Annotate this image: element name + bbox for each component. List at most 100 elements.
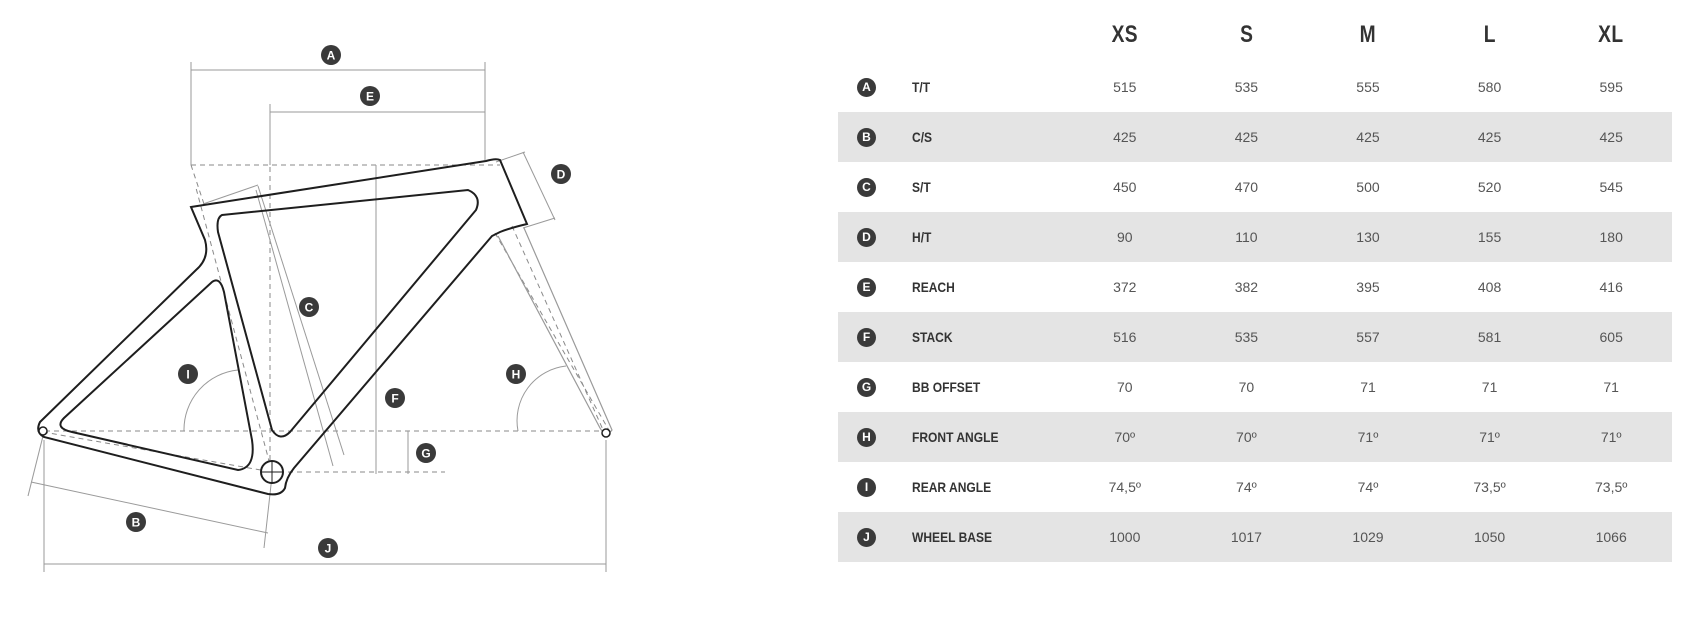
table-row: D H/T 90 110 130 155 180: [838, 212, 1672, 262]
table-cell: 71º: [1357, 429, 1379, 445]
row-key-badge: G: [857, 377, 876, 397]
row-key-badge: A: [857, 77, 876, 97]
table-cell: 71º: [1479, 429, 1500, 445]
table-cell: 73,5º: [1595, 479, 1628, 495]
table-cell: 450: [1113, 179, 1137, 195]
marker-I: I: [178, 364, 198, 384]
row-key-badge: B: [857, 127, 876, 147]
table-row: J WHEEL BASE 1000 1017 1029 1050 1066: [838, 512, 1672, 562]
size-header-xl: XL: [1598, 21, 1624, 48]
row-label: T/T: [912, 79, 931, 95]
marker-J: J: [318, 538, 338, 558]
table-cell: 90: [1117, 229, 1133, 245]
svg-text:B: B: [132, 516, 141, 530]
table-cell: 74,5º: [1108, 479, 1141, 495]
marker-E: E: [360, 86, 380, 106]
marker-F: F: [385, 388, 405, 408]
table-cell: 395: [1356, 279, 1380, 295]
table-row: E REACH 372 382 395 408 416: [838, 262, 1672, 312]
table-cell: 470: [1234, 179, 1259, 195]
table-cell: 382: [1234, 279, 1259, 295]
marker-H: H: [506, 364, 526, 384]
marker-A: A: [321, 45, 341, 65]
size-header-s: S: [1239, 21, 1253, 48]
marker-G: G: [416, 443, 436, 463]
row-label: H/T: [912, 229, 932, 245]
table-cell: 520: [1477, 179, 1502, 195]
frame-joints: [38, 426, 611, 484]
table-cell: 71: [1360, 379, 1376, 395]
row-label: REAR ANGLE: [912, 479, 992, 495]
row-label: C/S: [912, 129, 933, 145]
table-cell: 605: [1599, 329, 1623, 345]
reference-lines: [42, 104, 612, 473]
table-row: C S/T 450 470 500 520 545: [838, 162, 1672, 212]
table-cell: 516: [1113, 329, 1137, 345]
table-cell: 70º: [1236, 429, 1257, 445]
table-cell: 180: [1599, 229, 1623, 245]
row-key-badge: J: [857, 527, 876, 547]
row-label: REACH: [912, 279, 955, 295]
svg-text:H: H: [512, 368, 521, 382]
table-cell: 71º: [1600, 429, 1622, 445]
table-cell: 515: [1113, 79, 1137, 95]
table-cell: 70º: [1114, 429, 1136, 445]
table-cell: 557: [1356, 329, 1380, 345]
fork-outline: [497, 227, 613, 435]
size-header-row: XS S M L XL: [838, 0, 1672, 62]
row-label: STACK: [912, 329, 953, 345]
svg-text:I: I: [186, 368, 189, 382]
table-cell: 425: [1234, 129, 1259, 145]
table-cell: 425: [1599, 129, 1623, 145]
table-row: A T/T 515 535 555 580 595: [838, 62, 1672, 112]
svg-text:D: D: [557, 168, 566, 182]
table-row: I REAR ANGLE 74,5º 74º 74º 73,5º 73,5º: [838, 462, 1672, 512]
table-cell: 545: [1599, 179, 1623, 195]
table-cell: 1050: [1474, 529, 1506, 545]
frame-geometry-diagram: A B C D E F G H I J: [27, 45, 613, 572]
table-cell: 555: [1356, 79, 1380, 95]
row-label: FRONT ANGLE: [912, 429, 999, 445]
table-cell: 1029: [1352, 529, 1384, 545]
marker-B: B: [126, 512, 146, 532]
table-cell: 74º: [1236, 479, 1257, 495]
size-header-m: M: [1359, 21, 1377, 48]
frame-outline: [37, 158, 529, 496]
table-cell: 74º: [1357, 479, 1379, 495]
table-cell: 71: [1603, 379, 1619, 395]
row-label: BB OFFSET: [912, 379, 981, 395]
table-cell: 71: [1481, 379, 1498, 395]
table-cell: 580: [1477, 79, 1502, 95]
row-key-badge: I: [857, 477, 876, 497]
svg-text:J: J: [325, 542, 332, 556]
table-cell: 425: [1477, 129, 1502, 145]
table-cell: 581: [1477, 329, 1502, 345]
marker-C: C: [299, 297, 319, 317]
table-row: B C/S 425 425 425 425 425: [838, 112, 1672, 162]
geometry-table: XS S M L XL A T/T 515 535 555 580 595 B …: [838, 0, 1672, 562]
table-cell: 535: [1234, 79, 1259, 95]
rear-dropout-icon: [38, 426, 48, 436]
row-key-badge: D: [857, 227, 876, 247]
row-label: S/T: [912, 179, 931, 195]
table-cell: 595: [1599, 79, 1623, 95]
table-row: F STACK 516 535 557 581 605: [838, 312, 1672, 362]
row-key-badge: E: [857, 277, 876, 297]
size-header-l: L: [1483, 21, 1496, 48]
table-cell: 73,5º: [1473, 479, 1506, 495]
table-cell: 500: [1356, 179, 1380, 195]
svg-text:G: G: [421, 447, 430, 461]
marker-D: D: [551, 164, 571, 184]
row-key-badge: C: [857, 177, 876, 197]
table-cell: 1017: [1230, 529, 1262, 545]
row-key-badge: F: [857, 327, 876, 347]
table-cell: 372: [1113, 279, 1137, 295]
svg-text:F: F: [391, 392, 398, 406]
table-cell: 70: [1117, 379, 1133, 395]
row-key-badge: H: [857, 427, 876, 447]
svg-text:E: E: [366, 90, 374, 104]
table-cell: 416: [1599, 279, 1623, 295]
table-cell: 425: [1356, 129, 1380, 145]
table-row: G BB OFFSET 70 70 71 71 71: [838, 362, 1672, 412]
table-cell: 1066: [1595, 529, 1627, 545]
